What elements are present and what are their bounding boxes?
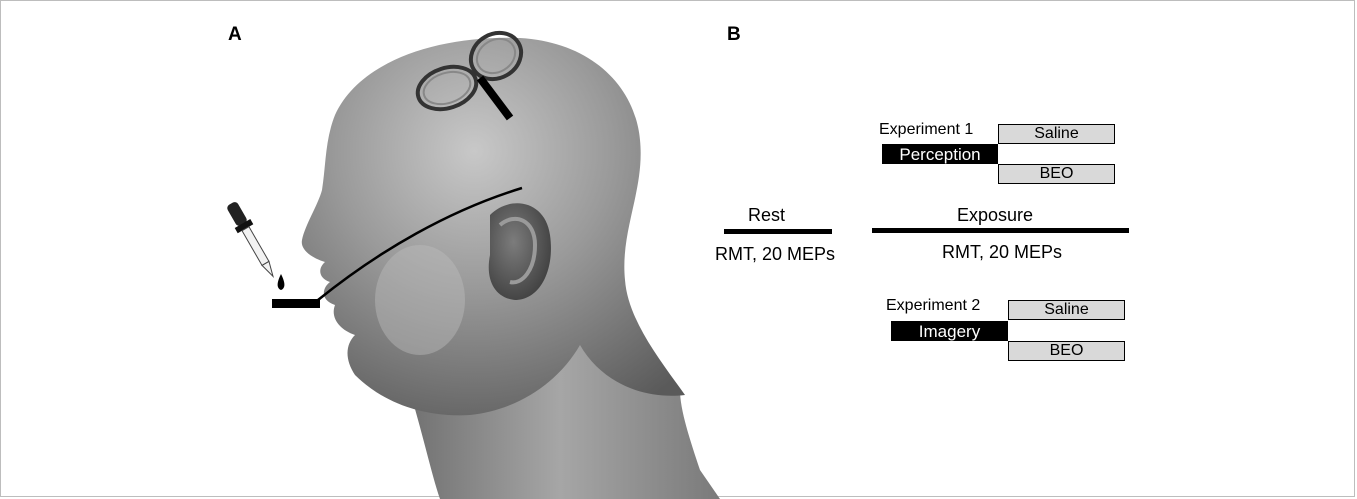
experiment1-label: Experiment 1 <box>879 122 973 138</box>
experiment1-perception-box: Perception <box>882 144 998 164</box>
rest-title: Rest <box>748 206 785 224</box>
experiment1-saline-box: Saline <box>998 124 1115 144</box>
rest-measure: RMT, 20 MEPs <box>715 245 835 263</box>
experiment2-label: Experiment 2 <box>886 298 980 314</box>
dropper-icon <box>223 199 281 281</box>
droplet-icon <box>278 274 285 290</box>
experiment2-imagery-box: Imagery <box>891 321 1008 341</box>
panel-label-b: B <box>727 24 741 46</box>
exposure-measure: RMT, 20 MEPs <box>942 243 1062 261</box>
experiment2-saline-box: Saline <box>1008 300 1125 320</box>
experiment2-beo-box: BEO <box>1008 341 1125 361</box>
exposure-title: Exposure <box>957 206 1033 224</box>
head-illustration <box>0 0 720 499</box>
odor-tray <box>272 299 320 308</box>
exposure-bar <box>872 228 1129 233</box>
experiment1-beo-box: BEO <box>998 164 1115 184</box>
rest-bar <box>724 229 832 234</box>
